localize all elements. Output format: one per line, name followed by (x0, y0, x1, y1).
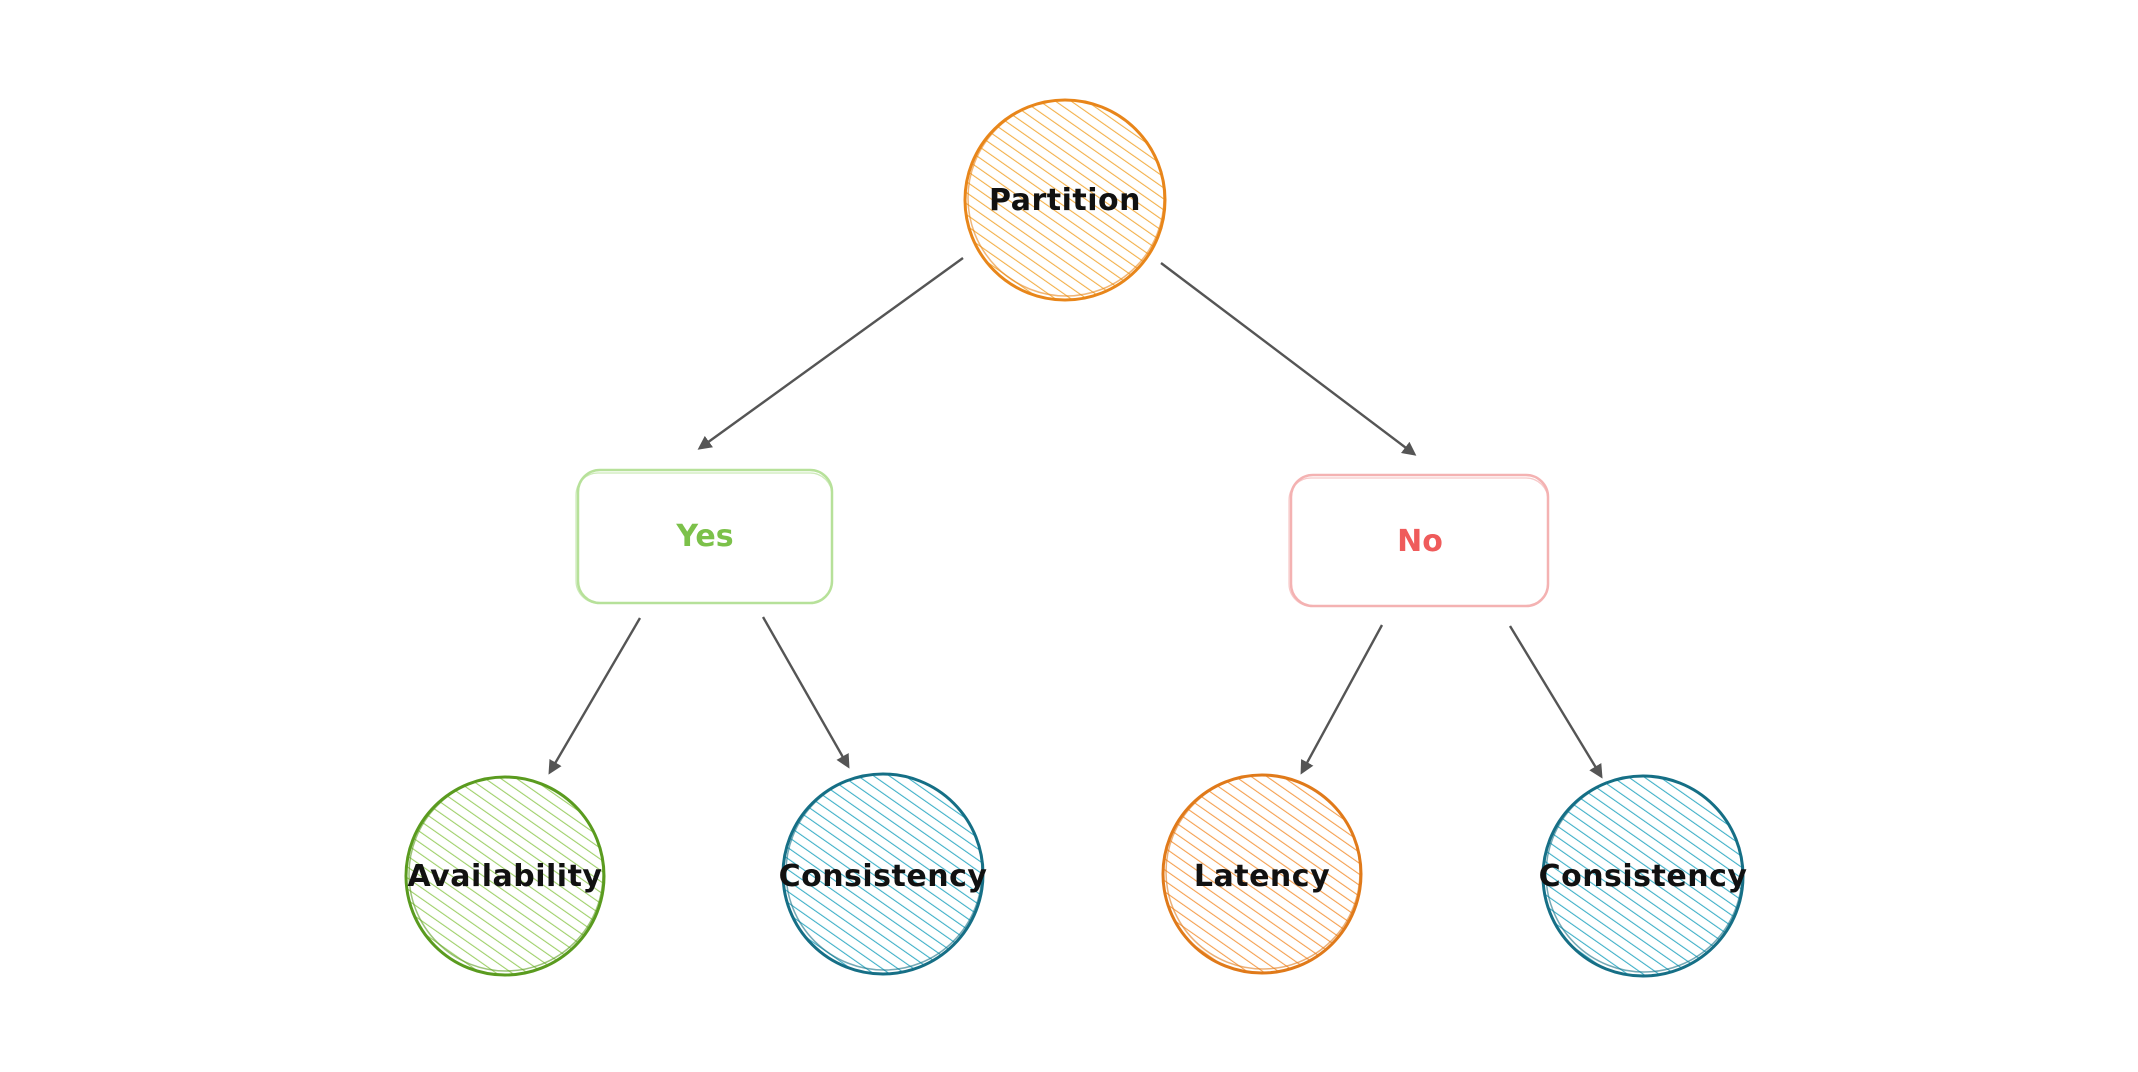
root-node: Partition (963, 98, 1167, 302)
consistency-node-yes: Consistency (779, 772, 988, 976)
consistency-node-no: Consistency (1539, 774, 1748, 978)
yes-branch-box: Yes (575, 468, 834, 605)
no-branch-label: No (1397, 524, 1443, 559)
root-node-label: Partition (989, 183, 1141, 218)
arrow-root-to-yes (697, 257, 964, 450)
arrows (548, 257, 1603, 779)
latency-node-label: Latency (1194, 859, 1330, 894)
consistency-yes-node-label: Consistency (779, 859, 988, 894)
arrow-root-to-no (1160, 262, 1417, 456)
arrow-no-to-consistency (1508, 625, 1603, 779)
availability-node-label: Availability (408, 859, 603, 894)
latency-node: Latency (1161, 773, 1363, 975)
availability-node: Availability (404, 775, 606, 977)
no-branch-box: No (1288, 473, 1550, 608)
consistency-no-node-label: Consistency (1539, 859, 1748, 894)
arrow-yes-to-consistency (761, 616, 850, 769)
arrow-no-to-latency (1300, 624, 1384, 775)
arrow-yes-to-availability (548, 617, 642, 775)
yes-branch-label: Yes (675, 519, 733, 554)
